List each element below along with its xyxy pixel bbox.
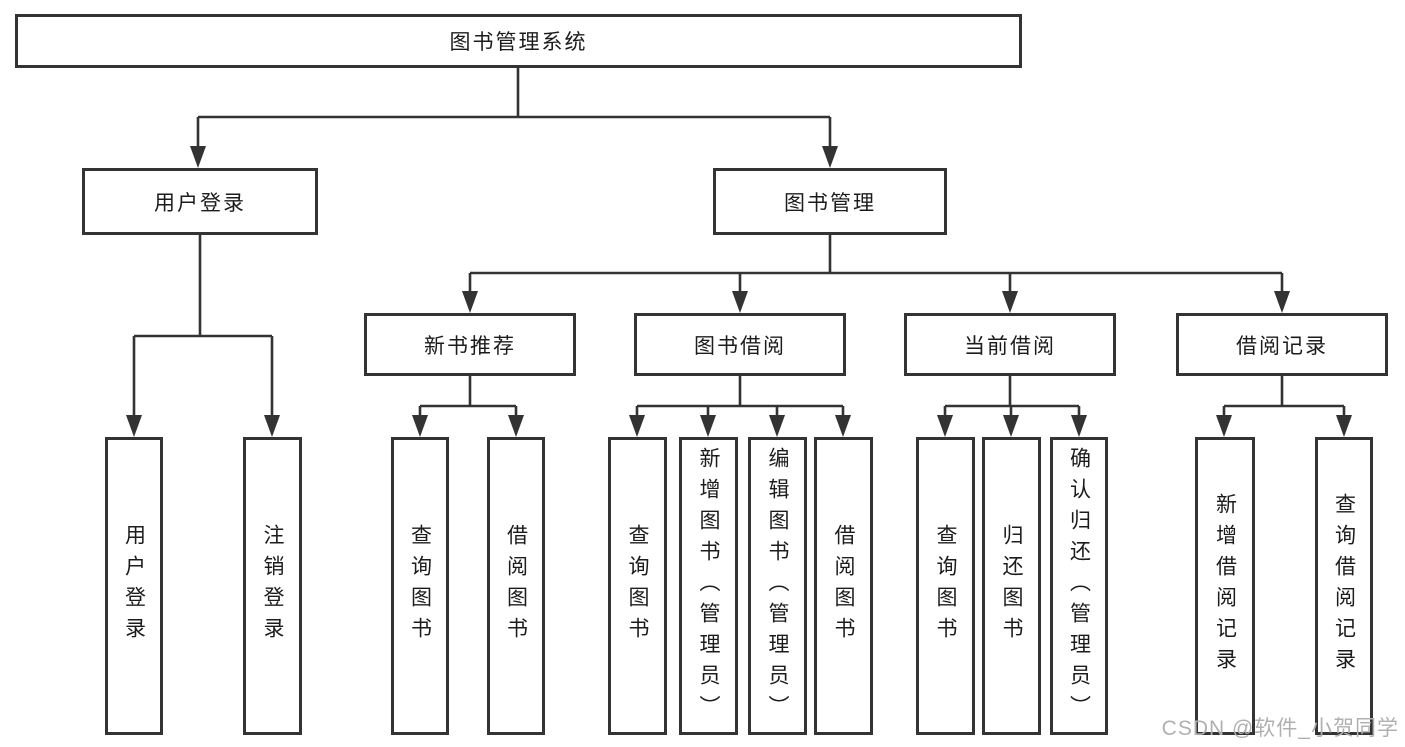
arrowhead-icon <box>937 415 953 437</box>
arrowhead-icon <box>1336 415 1352 437</box>
node-library-system: 图书管理系统 <box>15 14 1022 68</box>
arrowhead-icon <box>732 291 748 313</box>
node-new-book-recommend: 新书推荐 <box>364 313 576 376</box>
arrowhead-icon <box>629 415 645 437</box>
node-leaf-query-books-1: 查询图书 <box>391 437 449 735</box>
node-current-borrow: 当前借阅 <box>904 313 1116 376</box>
arrowhead-icon <box>700 415 716 437</box>
node-leaf-user-login: 用户登录 <box>105 437 163 735</box>
connector-user-login-split <box>126 235 280 437</box>
node-leaf-borrow-books-1: 借阅图书 <box>487 437 545 735</box>
arrowhead-icon <box>1003 415 1019 437</box>
arrowhead-icon <box>769 415 785 437</box>
node-leaf-query-books-2: 查询图书 <box>608 437 667 735</box>
arrowhead-icon <box>1216 415 1232 437</box>
node-leaf-confirm-return-admin: 确认归还（管理员） <box>1050 437 1108 735</box>
node-leaf-borrow-books-2: 借阅图书 <box>814 437 873 735</box>
node-borrow-records: 借阅记录 <box>1176 313 1388 376</box>
arrowhead-icon <box>462 291 478 313</box>
arrowhead-icon <box>822 146 838 168</box>
node-book-management: 图书管理 <box>713 168 947 235</box>
connector-borrow-records-split <box>1216 376 1352 437</box>
arrowhead-icon <box>1002 291 1018 313</box>
connector-root-split <box>190 68 838 168</box>
connector-new-book-split <box>412 376 524 437</box>
node-leaf-return-books: 归还图书 <box>982 437 1041 735</box>
arrowhead-icon <box>264 415 280 437</box>
connector-book-management-split <box>462 235 1290 313</box>
connector-book-borrow-split <box>629 376 851 437</box>
arrowhead-icon <box>835 415 851 437</box>
arrowhead-icon <box>126 415 142 437</box>
node-leaf-logout: 注销登录 <box>243 437 302 735</box>
arrowhead-icon <box>412 415 428 437</box>
arrowhead-icon <box>1071 415 1087 437</box>
node-leaf-edit-books-admin: 编辑图书（管理员） <box>748 437 807 735</box>
arrowhead-icon <box>1274 291 1290 313</box>
connector-current-borrow-split <box>937 376 1087 437</box>
node-user-login: 用户登录 <box>82 168 318 235</box>
node-leaf-query-books-3: 查询图书 <box>916 437 975 735</box>
node-leaf-add-borrow-record: 新增借阅记录 <box>1195 437 1255 735</box>
arrowhead-icon <box>190 146 206 168</box>
node-leaf-query-borrow-record: 查询借阅记录 <box>1315 437 1373 735</box>
arrowhead-icon <box>508 415 524 437</box>
node-leaf-add-books-admin: 新增图书（管理员） <box>679 437 738 735</box>
node-book-borrow: 图书借阅 <box>634 313 846 376</box>
watermark: CSDN @软件_小贺同学 <box>1161 717 1399 740</box>
